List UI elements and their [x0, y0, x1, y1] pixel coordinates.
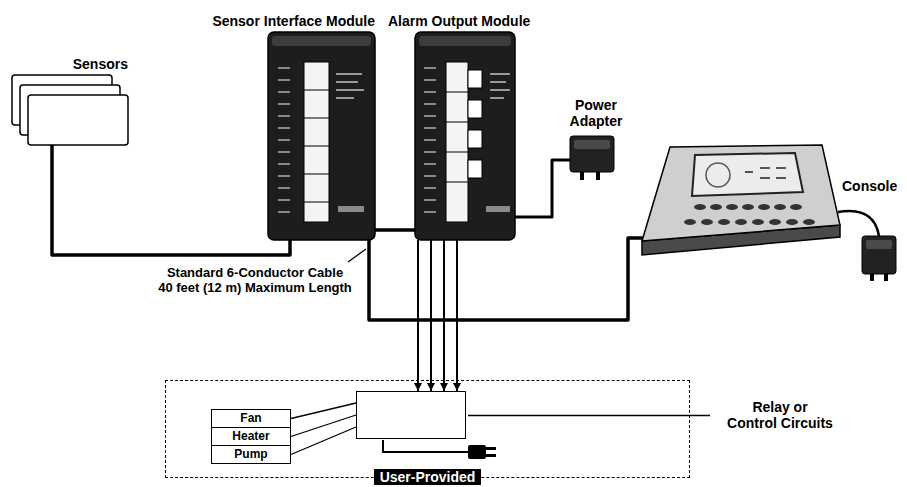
adapter-prong: [596, 172, 600, 180]
relay-box: Relay or Control Circuits: [356, 391, 466, 439]
output-tab: [468, 130, 482, 148]
device-wire: [291, 427, 356, 455]
plug-prong: [486, 447, 496, 450]
power-cord: [515, 160, 570, 217]
logo-mark: [486, 206, 510, 212]
control-line: [443, 240, 445, 391]
adapter-prong: [884, 274, 888, 281]
interface-module: Sensor Interface Module: [268, 32, 375, 240]
sensor-stack: Sensors: [12, 75, 128, 145]
label-strip: [446, 62, 468, 222]
mains-plug: [383, 440, 496, 459]
button: [774, 204, 786, 210]
part-name: Power Adapter: [565, 97, 627, 129]
housing-highlight: [272, 36, 371, 46]
cable-note: Standard 6-Conductor Cable 40 feet (12 m…: [150, 266, 360, 296]
output-tab: [468, 160, 482, 178]
device-name: Heater: [232, 430, 269, 444]
indicator-marks: [278, 68, 290, 212]
output-module: Alarm Output Module: [415, 32, 515, 240]
device-wire: [291, 403, 356, 419]
region-tag: User-Provided: [374, 469, 482, 485]
console-screen: [692, 153, 803, 196]
device-box: Fan: [211, 409, 291, 428]
device-wire: [291, 415, 356, 437]
strip-dividers: [446, 92, 468, 182]
panel-print: [490, 74, 510, 98]
device-box: Pump: [211, 445, 291, 464]
button: [752, 219, 764, 225]
console-top: [642, 145, 840, 241]
adapter-body: [862, 236, 896, 274]
plug-cord: [383, 440, 468, 452]
part-name: Sensors: [73, 56, 128, 72]
module-cable: [375, 228, 415, 232]
module-housing: [415, 32, 515, 240]
housing-highlight: [419, 36, 511, 46]
screen-dial: [706, 163, 730, 187]
button: [786, 219, 798, 225]
button: [758, 204, 770, 210]
console-drawing: [642, 145, 840, 255]
interface-module-drawing: [268, 32, 375, 240]
indicator-marks: [424, 68, 436, 212]
connectors: [52, 145, 643, 455]
button: [701, 219, 713, 225]
console-buttons: [684, 204, 815, 225]
button: [735, 219, 747, 225]
control-line: [456, 240, 458, 391]
device-box: Heater: [211, 427, 291, 446]
power-adapter: Power Adapter: [570, 132, 622, 180]
strip-dividers: [304, 90, 329, 202]
module-name: Sensor Interface Module: [212, 13, 375, 29]
console-cable: [369, 238, 643, 320]
sensor-card: [28, 95, 128, 145]
console-power-wire: [838, 211, 879, 236]
panel-print: [336, 74, 364, 98]
button: [769, 219, 781, 225]
button: [790, 204, 802, 210]
adapter-highlight: [574, 140, 610, 149]
plug-body: [468, 445, 486, 459]
leader-line: [468, 415, 710, 416]
device-name: Pump: [234, 448, 267, 462]
screen-segments: [745, 168, 786, 178]
button: [742, 204, 754, 210]
button: [694, 204, 706, 210]
module-housing: [268, 32, 375, 240]
adapter-prong: [870, 274, 874, 281]
part-name: Console: [842, 178, 897, 194]
module-name: Alarm Output Module: [388, 13, 530, 29]
button: [726, 204, 738, 210]
button: [803, 219, 815, 225]
label-strip: [304, 62, 329, 222]
adapter-highlight: [866, 240, 892, 249]
user-provided-region: User-ProvidedFanHeaterPumpRelay or Contr…: [165, 380, 690, 478]
cable-note-holder: Standard 6-Conductor Cable 40 feet (12 m…: [150, 266, 360, 296]
control-line: [417, 240, 419, 391]
control-line: [430, 240, 432, 391]
logo-mark: [338, 206, 364, 212]
output-tab: [468, 70, 482, 88]
button: [684, 219, 696, 225]
leader-line: [348, 249, 366, 262]
button: [718, 219, 730, 225]
sensor-cable: [52, 145, 290, 255]
callout-text: Relay or Control Circuits: [715, 399, 845, 431]
button: [710, 204, 722, 210]
power-adapter-drawing: [570, 136, 614, 180]
output-module-drawing: [415, 32, 515, 240]
console: Console: [640, 145, 840, 262]
adapter-body: [570, 136, 614, 172]
output-tab: [468, 100, 482, 118]
adapter-prong: [580, 172, 584, 180]
device-name: Fan: [240, 412, 261, 426]
plug-prong: [486, 454, 496, 457]
console-adapter-drawing: [862, 236, 896, 281]
sensor-cards: [12, 75, 128, 145]
